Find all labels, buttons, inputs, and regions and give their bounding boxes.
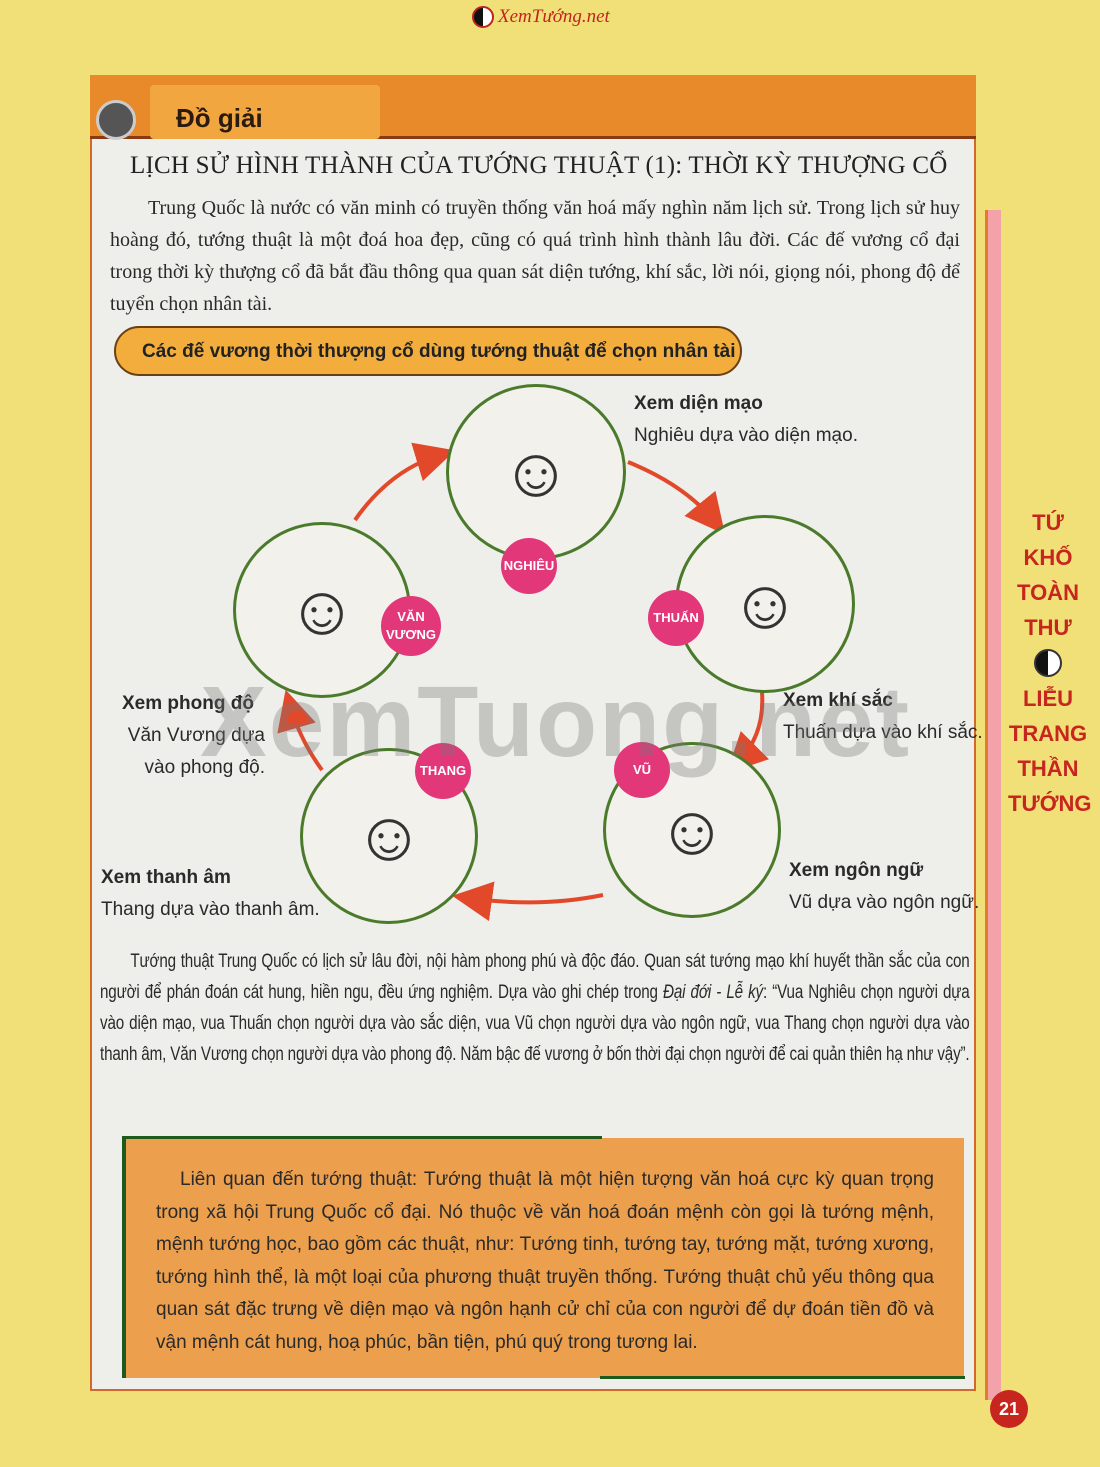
page-title: LỊCH SỬ HÌNH THÀNH CỦA TƯỚNG THUẬT (1): … bbox=[130, 152, 948, 179]
badge-nghieu: NGHIÊU bbox=[501, 538, 557, 594]
arrow bbox=[627, 460, 726, 535]
badge-thang: THANG bbox=[415, 743, 471, 799]
site-logo: XemTướng.net bbox=[472, 6, 610, 28]
badge-thuan: THUẤN bbox=[648, 590, 704, 646]
diagram-heading: Các đế vương thời thượng cổ dùng tướng t… bbox=[114, 326, 742, 376]
side-strip bbox=[985, 210, 1001, 1400]
section-label: Đồ giải bbox=[150, 85, 380, 139]
page-number: 21 bbox=[990, 1390, 1028, 1428]
portrait-nghieu: ☺ bbox=[446, 384, 626, 560]
emblem-icon bbox=[96, 100, 136, 140]
arrow bbox=[452, 881, 604, 922]
divider bbox=[600, 1376, 965, 1379]
yin-yang-icon bbox=[472, 6, 494, 28]
body-paragraph: Tướng thuật Trung Quốc có lịch sử lâu đờ… bbox=[100, 951, 970, 1065]
source-title: Đại đới - Lễ ký bbox=[663, 982, 763, 1003]
yin-yang-icon bbox=[1034, 649, 1062, 677]
arrow bbox=[353, 442, 456, 522]
badge-vu: VŨ bbox=[614, 742, 670, 798]
arrow bbox=[277, 689, 324, 772]
note-box: Liên quan đến tướng thuật: Tướng thuật l… bbox=[122, 1138, 964, 1378]
intro-paragraph: Trung Quốc là nước có văn minh có truyền… bbox=[110, 197, 960, 315]
badge-van-vuong: VĂN VƯƠNG bbox=[381, 596, 441, 656]
watermark: XemTuong.net bbox=[200, 666, 912, 778]
divider bbox=[122, 1136, 602, 1139]
portrait-thuan: ☺ bbox=[675, 515, 855, 693]
